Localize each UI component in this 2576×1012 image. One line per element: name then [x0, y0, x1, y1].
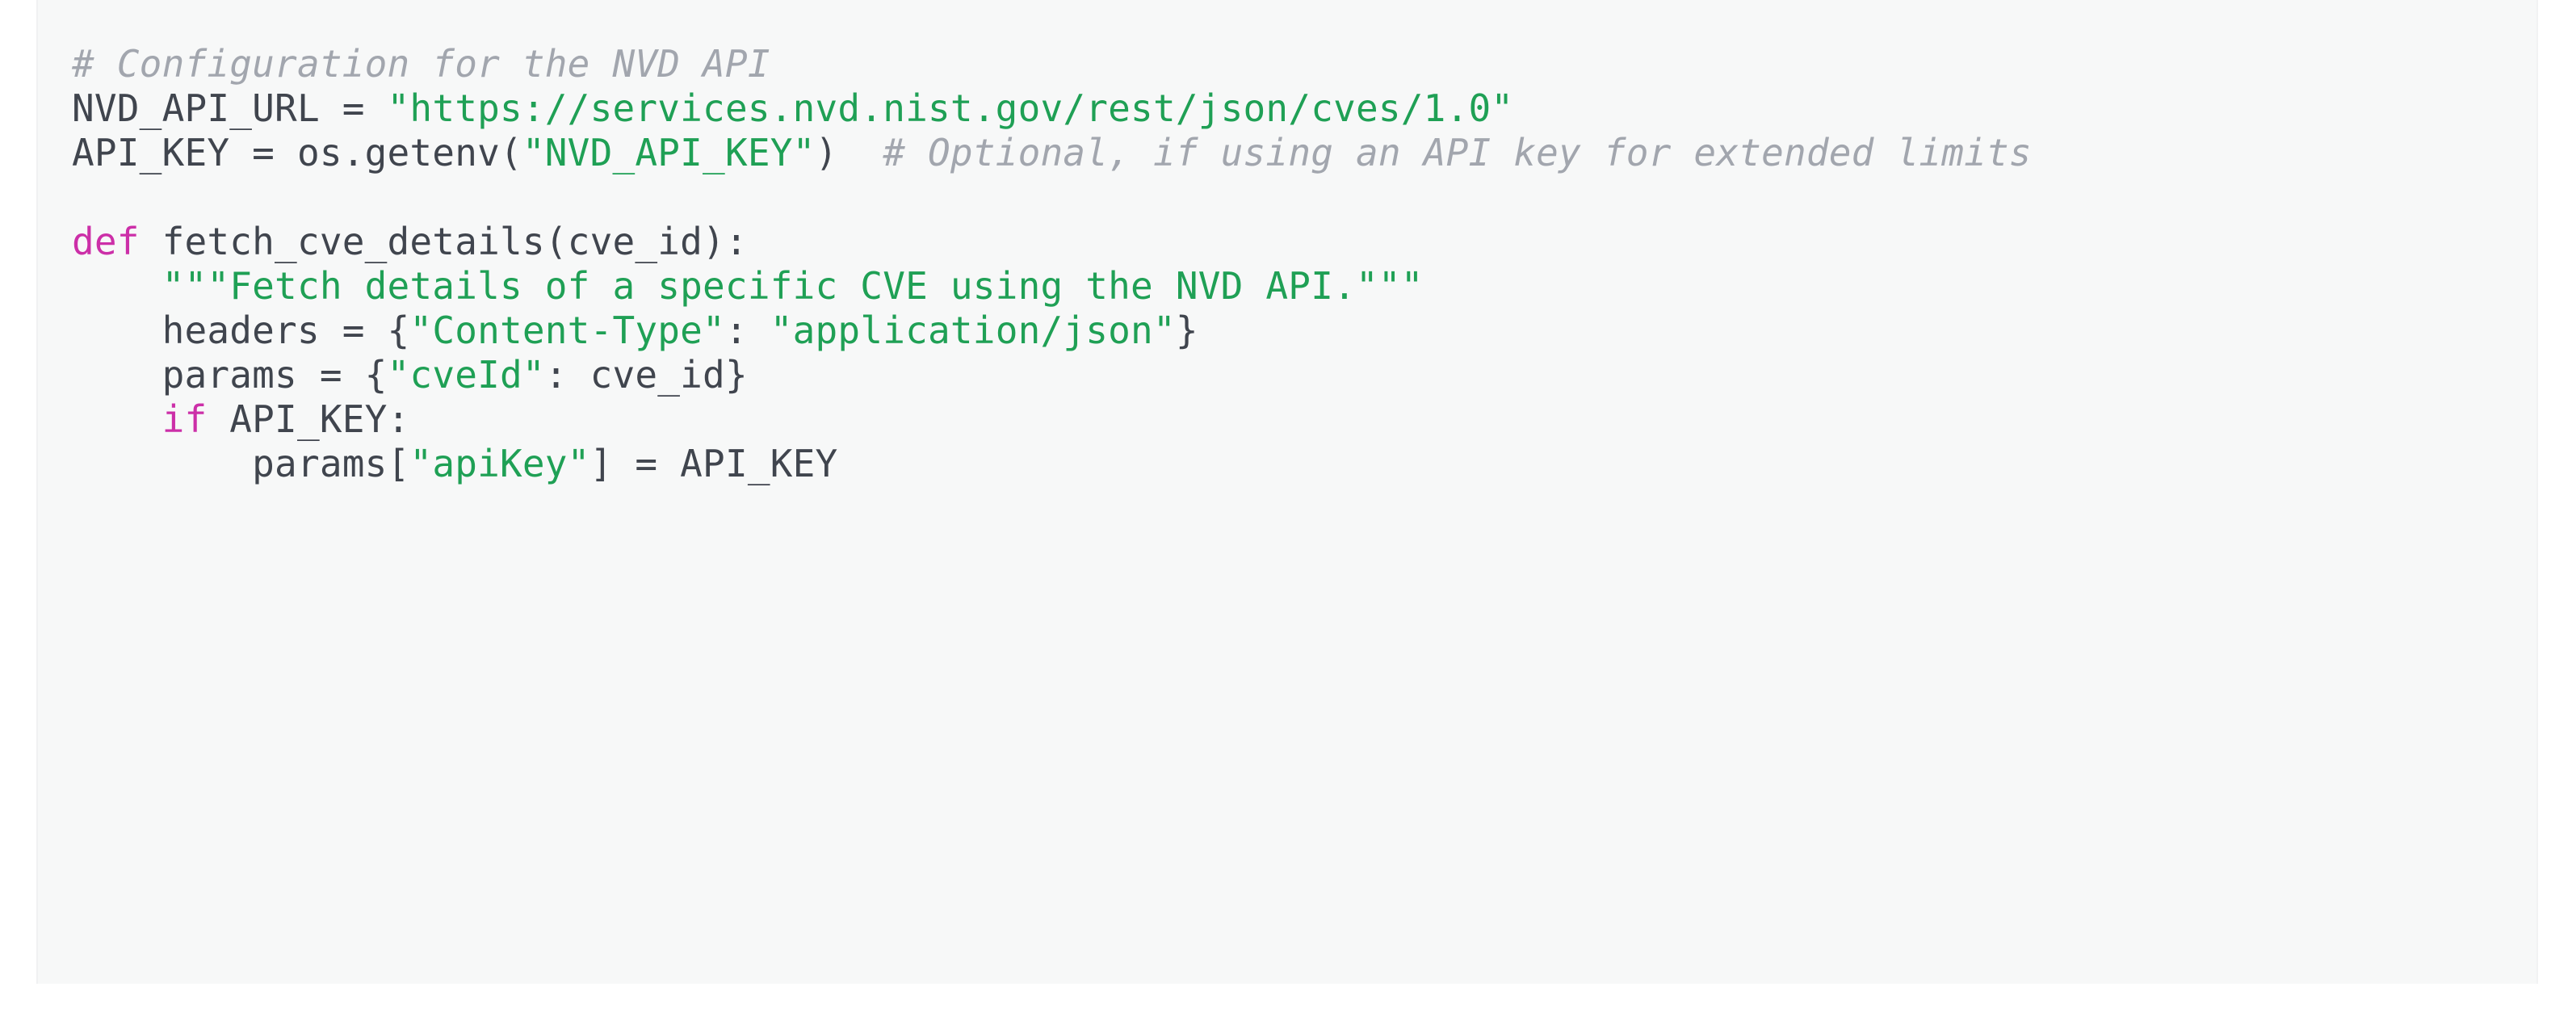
code-token-comment: # Configuration for the NVD API	[72, 42, 770, 86]
code-token-string: "cveId"	[387, 353, 545, 397]
code-token-string: "NVD_API_KEY"	[522, 131, 816, 174]
code-token-string: "Content-Type"	[409, 309, 725, 352]
code-line: API_KEY = os.getenv("NVD_API_KEY") # Opt…	[72, 131, 2536, 175]
code-line: def fetch_cve_details(cve_id):	[72, 220, 2536, 264]
code-line: # Configuration for the NVD API	[72, 42, 2536, 86]
code-token-plain	[72, 264, 162, 308]
code-token-function: fetch_cve_details	[162, 220, 545, 263]
code-line: if API_KEY:	[72, 397, 2536, 442]
code-token-plain: :	[724, 309, 770, 352]
code-token-comment: # Optional, if using an API key for exte…	[883, 131, 2032, 174]
code-token-string: "apiKey"	[409, 442, 590, 485]
code-line: headers = {"Content-Type": "application/…	[72, 309, 2536, 353]
code-token-plain: params = {	[72, 353, 388, 397]
code-line	[72, 175, 2536, 220]
code-token-plain: headers = {	[72, 309, 410, 352]
code-token-plain: params[	[72, 442, 410, 485]
code-token-plain: )	[815, 131, 883, 174]
code-token-plain: }	[1175, 309, 1198, 352]
code-token-keyword: def	[72, 220, 162, 263]
code-token-string: """Fetch details of a specific CVE using…	[162, 264, 1424, 308]
code-line: NVD_API_URL = "https://services.nvd.nist…	[72, 86, 2536, 131]
code-token-keyword: if	[162, 397, 208, 441]
code-line: params["apiKey"] = API_KEY	[72, 442, 2536, 486]
code-token-plain: API_KEY = os.getenv(	[72, 131, 522, 174]
code-token-string: "https://services.nvd.nist.gov/rest/json…	[387, 86, 1514, 130]
code-token-plain: ] = API_KEY	[589, 442, 838, 485]
code-token-plain: : cve_id}	[544, 353, 748, 397]
code-token-string: "application/json"	[770, 309, 1176, 352]
code-line: params = {"cveId": cve_id}	[72, 353, 2536, 397]
code-token-plain: NVD_API_URL =	[72, 86, 388, 130]
code-line: """Fetch details of a specific CVE using…	[72, 264, 2536, 309]
code-token-plain: API_KEY:	[207, 397, 410, 441]
code-token-plain	[72, 397, 162, 441]
code-token-plain: (cve_id):	[544, 220, 748, 263]
